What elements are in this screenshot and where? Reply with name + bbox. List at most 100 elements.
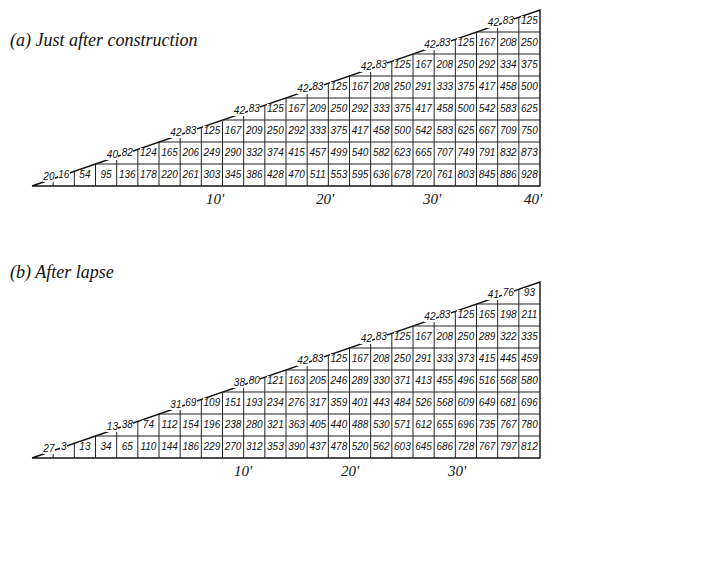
cell-value: 250: [521, 38, 539, 48]
cell-value: 65: [121, 442, 133, 452]
grid-line: [74, 171, 75, 186]
cell-value: 649: [478, 398, 496, 408]
cell-value: 678: [394, 170, 412, 180]
grid-line: [74, 443, 75, 458]
cell-value: 583: [499, 104, 517, 114]
cell-value: 74: [142, 420, 154, 430]
cell-value: 165: [161, 148, 179, 158]
cell-value: 261: [182, 170, 200, 180]
cell-value: 686: [436, 442, 454, 452]
cell-value: 520: [351, 442, 369, 452]
cell-value: 375: [457, 82, 475, 92]
cell-value: 707: [436, 148, 454, 158]
cell-value: 500: [521, 82, 539, 92]
cell-value: 571: [394, 420, 412, 430]
cell-value: 335: [521, 332, 539, 342]
cell-value: 250: [457, 60, 475, 70]
cell-value: 38: [121, 420, 133, 430]
cell-value: 83: [312, 82, 324, 92]
cell-value: 76: [502, 288, 514, 298]
cell-value: 415: [478, 354, 496, 364]
cell-value: 625: [457, 126, 475, 136]
cell-value: 417: [351, 126, 369, 136]
cell-value: 562: [372, 442, 390, 452]
cell-value: 250: [457, 332, 475, 342]
grid-line: [116, 157, 117, 186]
cell-value: 437: [309, 442, 327, 452]
cell-value: 526: [415, 398, 433, 408]
cell-value: 16: [58, 170, 70, 180]
slope-grid: [32, 282, 540, 458]
cell-value: 291: [415, 82, 433, 92]
cell-value: 709: [499, 126, 517, 136]
cell-value: 208: [372, 82, 390, 92]
cell-value: 553: [330, 170, 348, 180]
cell-value: 609: [457, 398, 475, 408]
grid-line: [391, 61, 392, 186]
grid-line: [413, 326, 414, 458]
cell-value: 250: [394, 354, 412, 364]
grid-line: [264, 105, 265, 186]
cell-value: 249: [203, 148, 221, 158]
grid-line: [222, 392, 223, 458]
cell-value: 163: [288, 376, 306, 386]
cell-value: 27: [43, 444, 55, 454]
cell-value: 208: [372, 354, 390, 364]
cell-value: 229: [203, 442, 221, 452]
grid-line: [434, 319, 435, 458]
cell-value: 109: [203, 398, 221, 408]
cell-value: 345: [224, 170, 242, 180]
cell-value: 93: [523, 288, 535, 298]
cell-value: 250: [394, 82, 412, 92]
grid-line: [264, 377, 265, 458]
cell-value: 125: [457, 310, 475, 320]
cell-value: 428: [267, 170, 285, 180]
cell-value: 34: [100, 442, 112, 452]
grid-line: [477, 304, 541, 305]
cell-value: 583: [436, 126, 454, 136]
cell-value: 165: [478, 310, 496, 320]
panel-title: (a) Just after construction: [10, 31, 197, 49]
cell-value: 69: [185, 398, 197, 408]
grid-line: [95, 436, 96, 458]
grid-line: [476, 304, 477, 458]
cell-value: 812: [521, 442, 539, 452]
cell-value: 38: [233, 378, 245, 388]
axis-label: 10': [234, 464, 252, 479]
cell-value: 623: [394, 148, 412, 158]
cell-value: 144: [161, 442, 179, 452]
cell-value: 291: [415, 354, 433, 364]
cell-value: 374: [267, 148, 285, 158]
cell-value: 3: [60, 442, 67, 452]
cell-value: 289: [478, 332, 496, 342]
cell-value: 167: [415, 60, 433, 70]
axis-label: 30': [448, 464, 466, 479]
grid-line: [328, 83, 329, 186]
grid-line: [497, 297, 498, 458]
grid-line: [243, 385, 244, 458]
grid-line: [96, 164, 541, 165]
grid-line: [477, 32, 541, 33]
cell-value: 681: [499, 398, 517, 408]
axis-label: 10': [206, 192, 224, 207]
panel-title: (b) After lapse: [10, 263, 114, 281]
cell-value: 167: [351, 82, 369, 92]
cell-value: 580: [521, 376, 539, 386]
cell-value: 42: [360, 62, 372, 72]
cell-value: 413: [415, 376, 433, 386]
cell-value: 124: [140, 148, 158, 158]
cell-value: 40: [106, 150, 118, 160]
cell-value: 250: [330, 104, 348, 114]
cell-value: 292: [351, 104, 369, 114]
cell-value: 455: [436, 376, 454, 386]
cell-value: 334: [499, 60, 517, 70]
axis-label: 30': [423, 192, 441, 207]
grid-line: [180, 407, 181, 458]
cell-value: 125: [394, 60, 412, 70]
cell-value: 125: [330, 354, 348, 364]
cell-value: 80: [248, 376, 260, 386]
cell-value: 728: [457, 442, 475, 452]
grid-line: [370, 341, 371, 458]
cell-value: 359: [330, 398, 348, 408]
